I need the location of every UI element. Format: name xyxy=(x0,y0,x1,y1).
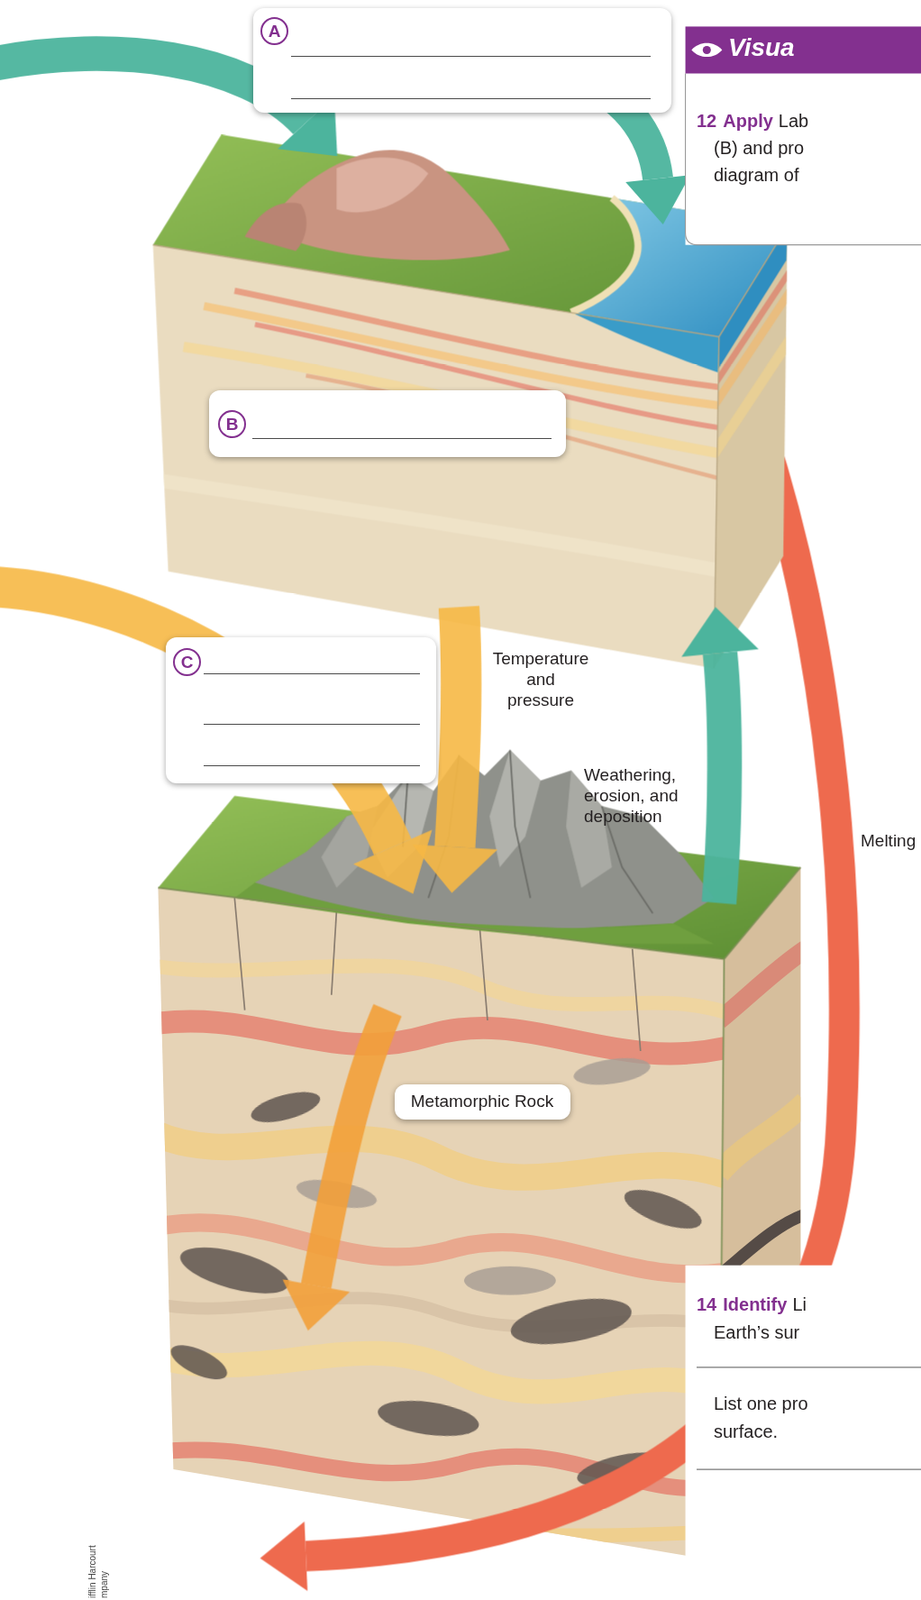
sediment-layers xyxy=(153,479,725,572)
answer-line xyxy=(203,673,420,675)
answer-box: C xyxy=(165,637,437,784)
mountain-ridges xyxy=(510,749,531,898)
arrow-head xyxy=(681,607,759,657)
arrow-head xyxy=(625,174,691,225)
rock-folds xyxy=(464,1266,557,1295)
question-verb: Apply xyxy=(722,109,774,132)
copyright-note: mpany xyxy=(99,1570,110,1598)
answer-line xyxy=(252,437,552,439)
process-arrows xyxy=(0,53,759,1331)
answer-panel xyxy=(685,1265,921,1600)
rock-folds xyxy=(175,1238,294,1304)
rock-folds xyxy=(247,1085,324,1129)
callout-letter: C xyxy=(173,647,201,676)
callout-letter: B xyxy=(218,410,247,438)
answer-line xyxy=(291,98,651,100)
arrow-head xyxy=(353,829,432,894)
answer-line xyxy=(203,765,420,766)
answer-box: A xyxy=(253,8,672,113)
process-label: Weathering, erosion, and deposition xyxy=(583,765,694,827)
answer-line xyxy=(696,1468,921,1470)
question-panel xyxy=(685,26,921,245)
answer-line xyxy=(696,1366,921,1368)
arrow-head xyxy=(411,844,498,894)
eye-icon xyxy=(691,43,722,57)
arrow-head xyxy=(282,1279,351,1332)
process-label: Temperature and pressure xyxy=(492,648,590,711)
rock-folds xyxy=(165,1085,706,1493)
hill-light xyxy=(336,157,429,213)
grass xyxy=(234,882,714,944)
hill xyxy=(245,202,307,251)
rock-folds xyxy=(479,922,488,1021)
question-text: Earth’s sur xyxy=(713,1321,800,1343)
process-label: Melting xyxy=(860,830,916,852)
rock-folds xyxy=(165,1338,232,1387)
question-number: 12 xyxy=(696,109,717,132)
rock-folds xyxy=(142,897,734,1535)
question-text: List one pro xyxy=(713,1392,809,1414)
answer-box: B xyxy=(209,390,566,457)
rock-folds xyxy=(142,1351,734,1393)
rock-folds xyxy=(375,1395,482,1442)
panel-ground xyxy=(685,73,921,246)
rock-type-name: Metamorphic Rock xyxy=(410,1091,554,1113)
block-edge xyxy=(153,226,788,668)
question-text: diagram of xyxy=(713,164,800,186)
arrow-head xyxy=(260,1521,309,1591)
shoreline xyxy=(571,198,639,313)
question-text: Lab xyxy=(778,109,809,132)
rock-type-label: Metamorphic Rock xyxy=(394,1084,571,1120)
question-text: (B) and pro xyxy=(713,136,804,159)
question-text: Li xyxy=(792,1293,807,1315)
answer-line xyxy=(291,55,651,57)
rock-folds xyxy=(142,1297,734,1327)
rock-folds xyxy=(142,1127,734,1179)
callout-letter: A xyxy=(260,17,289,46)
answer-line xyxy=(203,723,420,725)
rock-folds xyxy=(620,1181,707,1237)
rock-folds xyxy=(142,964,734,1016)
rock-folds xyxy=(142,1021,734,1054)
section-header xyxy=(685,26,921,73)
panel-ground xyxy=(685,1265,921,1600)
rock-folds xyxy=(632,948,641,1051)
rock-folds-side xyxy=(719,1102,806,1174)
rock-folds xyxy=(572,1053,653,1089)
hill xyxy=(264,149,511,260)
panel-border xyxy=(685,73,921,246)
eye-pupil xyxy=(702,45,712,55)
arrow-body xyxy=(455,607,462,848)
rock-folds xyxy=(331,910,338,995)
rock-folds xyxy=(507,1290,636,1352)
arrow-body xyxy=(719,652,725,903)
question-text: surface. xyxy=(713,1420,778,1442)
sediment-layers xyxy=(153,291,725,572)
rock-folds xyxy=(234,897,245,1011)
question-verb: Identify xyxy=(722,1293,787,1315)
copyright-note: ifflin Harcourt xyxy=(87,1544,99,1598)
rock-folds-side xyxy=(719,948,806,1021)
arrow-body xyxy=(316,1010,388,1286)
question-number: 14 xyxy=(696,1293,717,1315)
section-heading: Visua xyxy=(728,32,795,64)
